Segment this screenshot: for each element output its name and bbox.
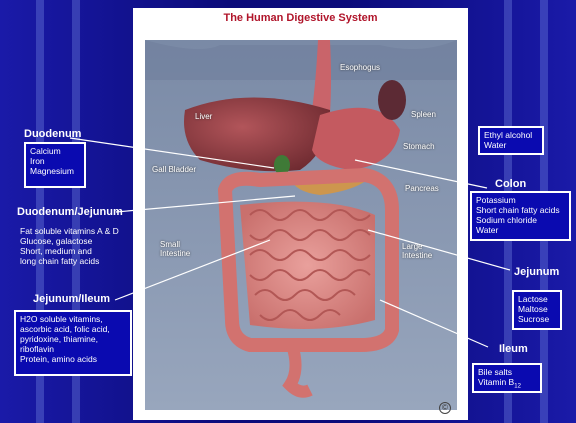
jejunum-ileum-heading: Jejunum/Ileum — [33, 293, 110, 305]
copyright-icon: © — [439, 402, 451, 414]
duodenum-jejunum-box: Fat soluble vitamins A & D Glucose, gala… — [14, 222, 138, 272]
duodenum-jejunum-heading: Duodenum/Jejunum — [17, 206, 123, 218]
stomach-absorption-box: Ethyl alcohol Water — [478, 126, 544, 155]
duodenum-heading: Duodenum — [24, 128, 81, 140]
jejunum-box: Lactose Maltose Sucrose — [512, 290, 562, 330]
colon-box: Potassium Short chain fatty acids Sodium… — [470, 191, 571, 241]
colon-heading: Colon — [495, 178, 526, 190]
ileum-box: Bile salts Vitamin B12 — [472, 363, 542, 393]
duodenum-box: Calcium Iron Magnesium — [24, 142, 86, 188]
jejunum-ileum-box: H2O soluble vitamins, ascorbic acid, fol… — [14, 310, 132, 376]
jejunum-heading: Jejunum — [514, 266, 559, 278]
ileum-heading: Ileum — [499, 343, 528, 355]
